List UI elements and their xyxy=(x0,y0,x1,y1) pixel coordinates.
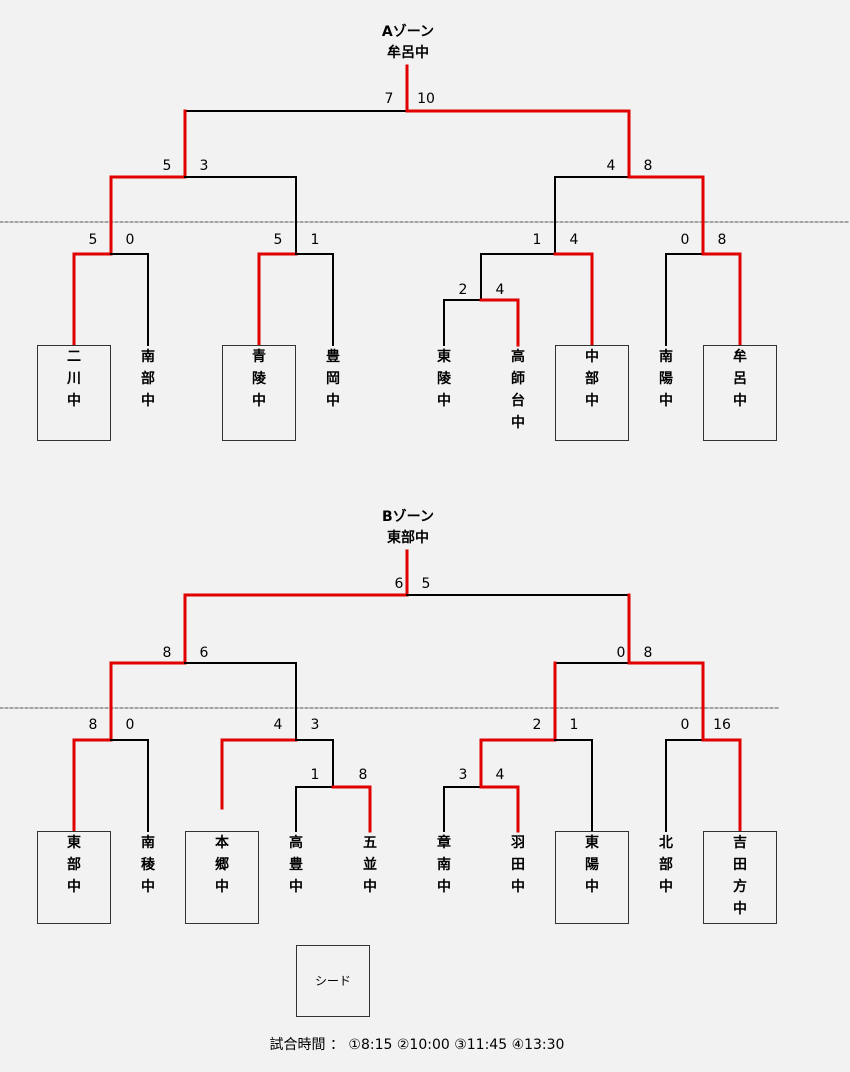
score-a-final-right: 10 xyxy=(417,91,435,107)
score-a-qf4-left: 0 xyxy=(680,232,690,248)
team-b-8: 東 陽 中 xyxy=(585,835,599,895)
score-b-semi2-left: 0 xyxy=(616,645,626,661)
team-b-3: 本 郷 中 xyxy=(215,835,229,895)
score-b-final-right: 5 xyxy=(421,576,431,592)
score-b-r1b-right: 4 xyxy=(495,767,505,783)
winner-box xyxy=(37,831,111,924)
match-times: 試合時間 ： ①8:15 ②10:00 ③11:45 ④13:30 xyxy=(269,1037,565,1053)
team-a-5: 東 陵 中 xyxy=(437,349,451,409)
team-b-5: 五 並 中 xyxy=(363,835,377,895)
zone-a-title: Aゾーン xyxy=(381,24,435,40)
team-a-2: 南 部 中 xyxy=(141,349,155,409)
score-b-final-left: 6 xyxy=(394,576,404,592)
score-b-qf4-left: 0 xyxy=(680,717,690,733)
team-b-6: 章 南 中 xyxy=(437,835,451,895)
zone-a-winner: 牟呂中 xyxy=(387,45,429,61)
score-a-r1-left: 2 xyxy=(458,282,468,298)
team-b-10: 吉 田 方 中 xyxy=(733,835,747,917)
score-a-qf3-right: 4 xyxy=(569,232,579,248)
zone-b-title: Bゾーン xyxy=(382,509,434,525)
score-a-qf2-left: 5 xyxy=(273,232,283,248)
team-a-4: 豊 岡 中 xyxy=(326,349,340,409)
team-b-4: 高 豊 中 xyxy=(289,835,303,895)
score-a-r1-right: 4 xyxy=(495,282,505,298)
team-b-1: 東 部 中 xyxy=(67,835,81,895)
score-a-qf1-right: 0 xyxy=(125,232,135,248)
team-a-3: 青 陵 中 xyxy=(252,349,266,409)
winner-box xyxy=(555,345,629,441)
score-a-qf4-right: 8 xyxy=(717,232,727,248)
score-a-semi2-left: 4 xyxy=(606,158,616,174)
score-b-qf3-left: 2 xyxy=(532,717,542,733)
score-b-qf1-left: 8 xyxy=(88,717,98,733)
team-b-7: 羽 田 中 xyxy=(511,835,525,895)
score-a-qf2-right: 1 xyxy=(310,232,320,248)
team-b-2: 南 稜 中 xyxy=(141,835,155,895)
score-b-r1a-left: 1 xyxy=(310,767,320,783)
score-a-semi1-right: 3 xyxy=(199,158,209,174)
score-a-qf3-left: 1 xyxy=(532,232,542,248)
team-a-7: 中 部 中 xyxy=(585,349,599,409)
score-b-qf2-right: 3 xyxy=(310,717,320,733)
score-a-semi2-right: 8 xyxy=(643,158,653,174)
score-b-semi1-right: 6 xyxy=(199,645,209,661)
winner-box xyxy=(37,345,111,441)
score-b-r1a-right: 8 xyxy=(358,767,368,783)
winner-box xyxy=(555,831,629,924)
seed-legend-label: シード xyxy=(314,974,351,988)
score-a-final-left: 7 xyxy=(384,91,394,107)
score-b-qf3-right: 1 xyxy=(569,717,579,733)
score-b-semi1-left: 8 xyxy=(162,645,172,661)
score-a-qf1-left: 5 xyxy=(88,232,98,248)
score-b-qf4-right: 16 xyxy=(713,717,731,733)
score-b-semi2-right: 8 xyxy=(643,645,653,661)
team-a-8: 南 陽 中 xyxy=(659,349,673,409)
team-b-9: 北 部 中 xyxy=(659,835,673,895)
score-b-qf1-right: 0 xyxy=(125,717,135,733)
score-b-qf2-left: 4 xyxy=(273,717,283,733)
score-a-semi1-left: 5 xyxy=(162,158,172,174)
winner-box xyxy=(185,831,259,924)
winner-box xyxy=(703,831,777,924)
score-b-r1b-left: 3 xyxy=(458,767,468,783)
team-a-9: 牟 呂 中 xyxy=(733,349,747,409)
seed-legend-box xyxy=(296,945,370,1017)
winner-box xyxy=(703,345,777,441)
winner-box xyxy=(222,345,296,441)
zone-b-winner: 東部中 xyxy=(387,530,429,546)
team-a-1: 二 川 中 xyxy=(67,349,81,409)
team-a-6: 高 師 台 中 xyxy=(511,349,525,431)
